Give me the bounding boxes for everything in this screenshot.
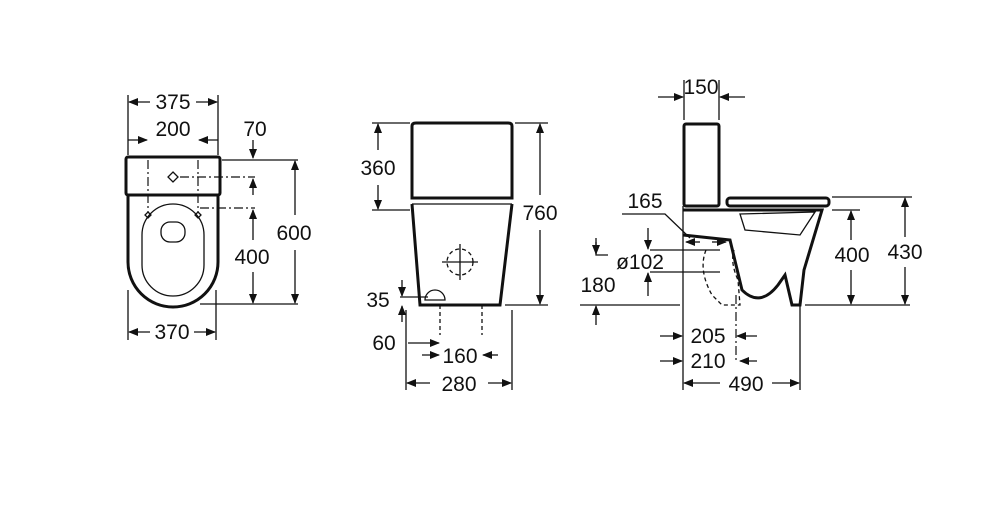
dim-inlet-offset: 60 xyxy=(372,332,395,355)
water-inlet xyxy=(424,289,446,301)
tank-outline xyxy=(124,155,222,197)
dim-fixing-to-front: 400 xyxy=(234,246,269,269)
tank-outline xyxy=(682,122,721,208)
outlet-hole xyxy=(160,221,186,243)
dim-tank-height: 360 xyxy=(360,157,395,180)
seat-outline xyxy=(141,203,205,297)
tank-outline xyxy=(410,121,514,200)
dim-total-height: 760 xyxy=(522,202,557,225)
dim-bowl-width: 370 xyxy=(154,321,189,344)
dim-fixing-centers: 200 xyxy=(155,118,190,141)
body-outline xyxy=(410,203,514,307)
dim-inlet-height: 35 xyxy=(366,289,389,312)
dim-outlet-diameter: ø102 xyxy=(616,251,664,274)
dim-outlet-to-wall-max: 210 xyxy=(690,350,725,373)
seat-outline xyxy=(725,196,831,208)
dim-outlet-depth: 165 xyxy=(627,190,662,213)
dim-base-width: 280 xyxy=(441,373,476,396)
dim-tank-depth: 150 xyxy=(683,76,718,99)
side-view: 150 165 ø102 180 400 430 205 210 490 xyxy=(580,76,923,396)
front-view: 360 760 35 60 160 280 xyxy=(360,121,558,396)
dim-seat-height: 430 xyxy=(887,241,922,264)
dim-rim-height: 400 xyxy=(834,244,869,267)
dim-width-overall: 375 xyxy=(155,91,190,114)
dim-floor-fixing-centers: 160 xyxy=(442,345,477,368)
dim-tank-offset: 70 xyxy=(243,118,266,141)
dim-depth-overall: 600 xyxy=(276,222,311,245)
fixing-points xyxy=(144,171,202,219)
outlet-pipe-hidden xyxy=(702,249,741,306)
dim-outlet-height: 180 xyxy=(580,274,615,297)
dim-total-depth: 490 xyxy=(728,373,763,396)
dim-outlet-to-wall-min: 205 xyxy=(690,325,725,348)
top-view: 375 200 70 600 400 370 xyxy=(124,91,312,344)
bowl-outline xyxy=(126,195,220,309)
